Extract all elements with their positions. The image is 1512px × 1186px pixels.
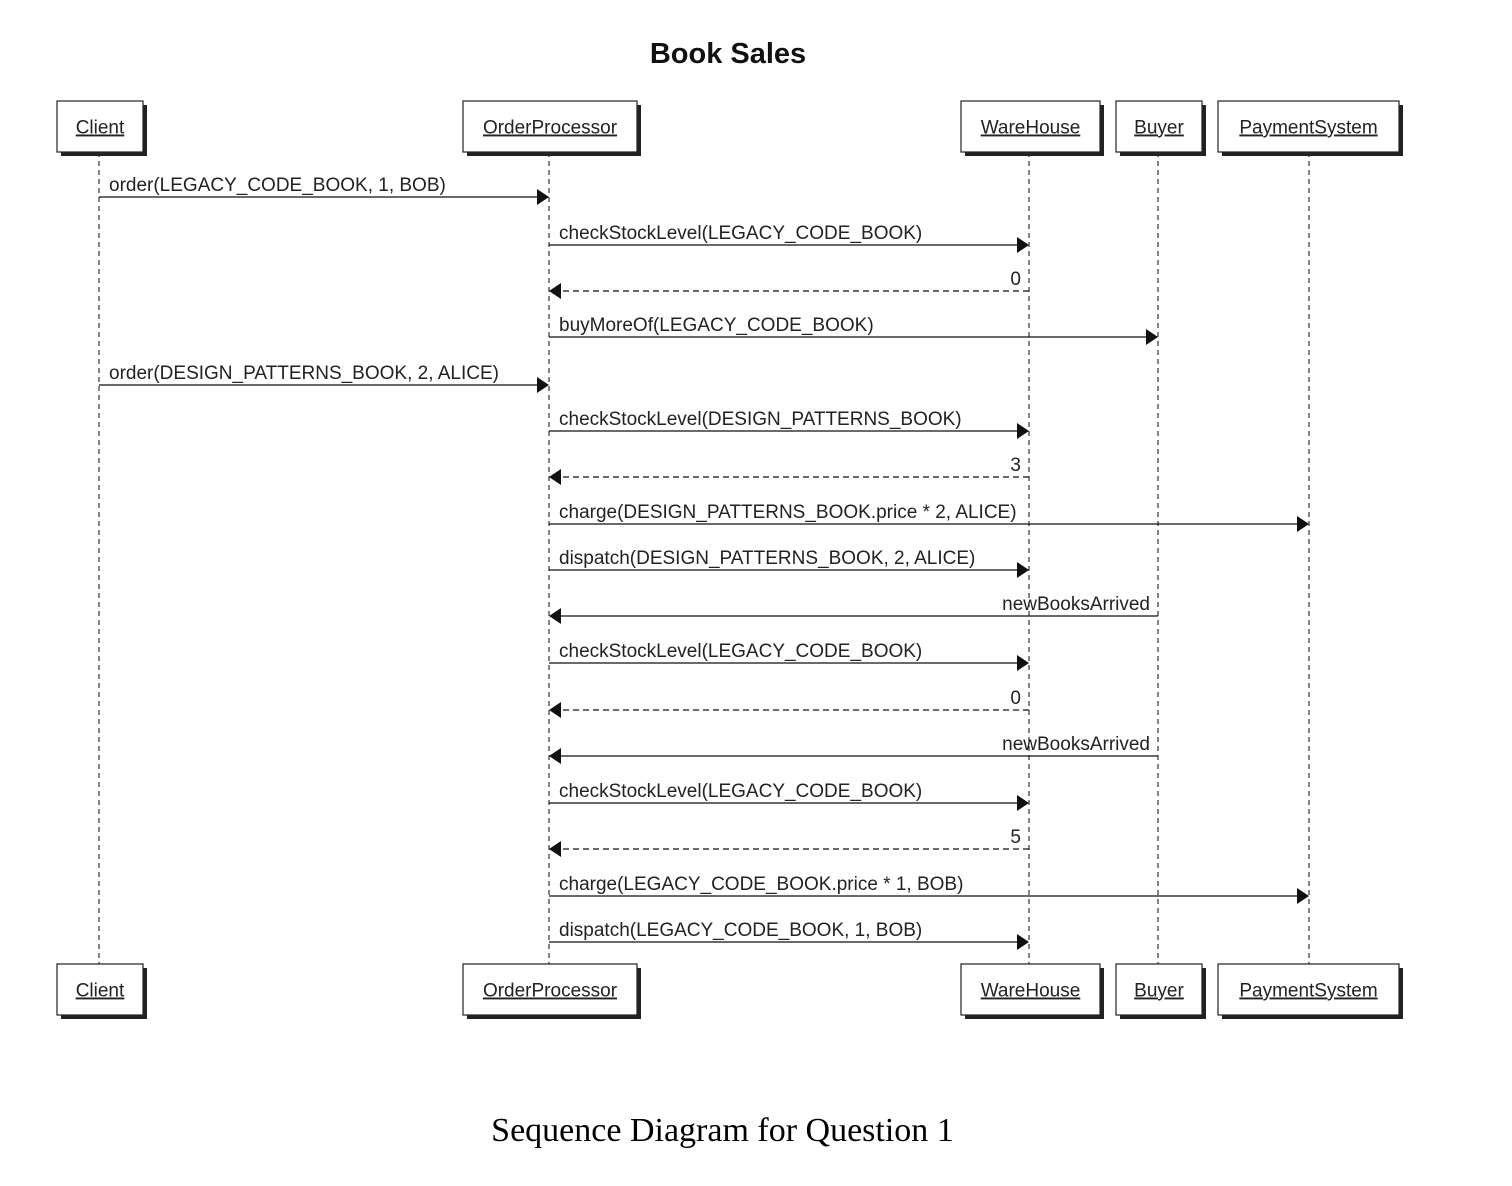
arrowhead — [1017, 795, 1029, 811]
message-label: charge(DESIGN_PATTERNS_BOOK.price * 2, A… — [559, 502, 1017, 523]
return-value-label: 5 — [1010, 827, 1021, 848]
arrowhead — [549, 841, 561, 857]
participant-orderprocessor-bottom: OrderProcessor — [462, 963, 641, 1019]
participant-box — [56, 963, 144, 1016]
message-label: checkStockLevel(DESIGN_PATTERNS_BOOK) — [559, 409, 962, 430]
message-label: order(DESIGN_PATTERNS_BOOK, 2, ALICE) — [109, 363, 499, 384]
participant-box — [1115, 963, 1203, 1016]
participant-label: Client — [76, 118, 125, 139]
arrowhead — [549, 469, 561, 485]
arrowhead — [1017, 423, 1029, 439]
message-label: charge(LEGACY_CODE_BOOK.price * 1, BOB) — [559, 874, 963, 895]
figure-caption: Sequence Diagram for Question 1 — [491, 1112, 954, 1149]
message-11: checkStockLevel(LEGACY_CODE_BOOK) — [549, 641, 1029, 671]
participant-label: PaymentSystem — [1239, 981, 1377, 1002]
arrowhead — [549, 283, 561, 299]
message-label: newBooksArrived — [1002, 734, 1150, 755]
messages: order(LEGACY_CODE_BOOK, 1, BOB) checkStoc… — [99, 175, 1309, 950]
lifelines — [98, 152, 1310, 964]
participant-box — [56, 100, 144, 153]
return-value-label: 0 — [1010, 269, 1021, 290]
participant-label: WareHouse — [981, 118, 1081, 139]
message-15: 5 — [549, 827, 1029, 857]
arrowhead — [1146, 329, 1158, 345]
arrowhead — [549, 748, 561, 764]
message-4: buyMoreOf(LEGACY_CODE_BOOK) — [549, 315, 1158, 345]
message-2: checkStockLevel(LEGACY_CODE_BOOK) — [549, 223, 1029, 253]
participant-label: OrderProcessor — [483, 981, 618, 1002]
participant-box — [960, 963, 1101, 1016]
message-label: dispatch(DESIGN_PATTERNS_BOOK, 2, ALICE) — [559, 548, 975, 569]
participant-label: PaymentSystem — [1239, 118, 1377, 139]
arrowhead — [1297, 888, 1309, 904]
participant-label: Buyer — [1134, 118, 1184, 139]
participant-buyer-bottom: Buyer — [1115, 963, 1206, 1019]
arrowhead — [1017, 655, 1029, 671]
message-label: checkStockLevel(LEGACY_CODE_BOOK) — [559, 641, 922, 662]
participant-box — [1115, 100, 1203, 153]
participant-client-top: Client — [56, 100, 147, 156]
message-label: buyMoreOf(LEGACY_CODE_BOOK) — [559, 315, 874, 336]
participant-label: OrderProcessor — [483, 118, 618, 139]
arrowhead — [549, 608, 561, 624]
arrowhead — [1017, 237, 1029, 253]
arrowhead — [1017, 562, 1029, 578]
message-16: charge(LEGACY_CODE_BOOK.price * 1, BOB) — [549, 874, 1309, 904]
message-1: order(LEGACY_CODE_BOOK, 1, BOB) — [99, 175, 549, 205]
return-value-label: 0 — [1010, 688, 1021, 709]
arrowhead — [549, 702, 561, 718]
message-label: newBooksArrived — [1002, 594, 1150, 615]
participant-client-bottom: Client — [56, 963, 147, 1019]
message-label: checkStockLevel(LEGACY_CODE_BOOK) — [559, 223, 922, 244]
arrowhead — [537, 377, 549, 393]
participant-box — [1217, 100, 1400, 153]
arrowhead — [1017, 934, 1029, 950]
arrowhead — [1297, 516, 1309, 532]
message-label: order(LEGACY_CODE_BOOK, 1, BOB) — [109, 175, 446, 196]
participant-warehouse-top: WareHouse — [960, 100, 1104, 156]
message-10: newBooksArrived — [549, 594, 1158, 624]
message-7: 3 — [549, 455, 1029, 485]
participant-box — [462, 100, 638, 153]
message-label: dispatch(LEGACY_CODE_BOOK, 1, BOB) — [559, 920, 922, 941]
return-value-label: 3 — [1010, 455, 1021, 476]
participant-box — [462, 963, 638, 1016]
participant-paymentsystem-top: PaymentSystem — [1217, 100, 1403, 156]
message-label: checkStockLevel(LEGACY_CODE_BOOK) — [559, 781, 922, 802]
diagram-title: Book Sales — [650, 38, 806, 70]
message-3: 0 — [549, 269, 1029, 299]
participant-label: WareHouse — [981, 981, 1081, 1002]
participant-orderprocessor-top: OrderProcessor — [462, 100, 641, 156]
participant-buyer-top: Buyer — [1115, 100, 1206, 156]
message-6: checkStockLevel(DESIGN_PATTERNS_BOOK) — [549, 409, 1029, 439]
participant-paymentsystem-bottom: PaymentSystem — [1217, 963, 1403, 1019]
message-14: checkStockLevel(LEGACY_CODE_BOOK) — [549, 781, 1029, 811]
participant-box — [1217, 963, 1400, 1016]
message-12: 0 — [549, 688, 1029, 718]
participant-box — [960, 100, 1101, 153]
message-9: dispatch(DESIGN_PATTERNS_BOOK, 2, ALICE) — [549, 548, 1029, 578]
message-8: charge(DESIGN_PATTERNS_BOOK.price * 2, A… — [549, 502, 1309, 532]
message-5: order(DESIGN_PATTERNS_BOOK, 2, ALICE) — [99, 363, 549, 393]
participant-label: Buyer — [1134, 981, 1184, 1002]
message-13: newBooksArrived — [549, 734, 1158, 764]
participant-label: Client — [76, 981, 125, 1002]
message-17: dispatch(LEGACY_CODE_BOOK, 1, BOB) — [549, 920, 1029, 950]
participant-warehouse-bottom: WareHouse — [960, 963, 1104, 1019]
arrowhead — [537, 189, 549, 205]
